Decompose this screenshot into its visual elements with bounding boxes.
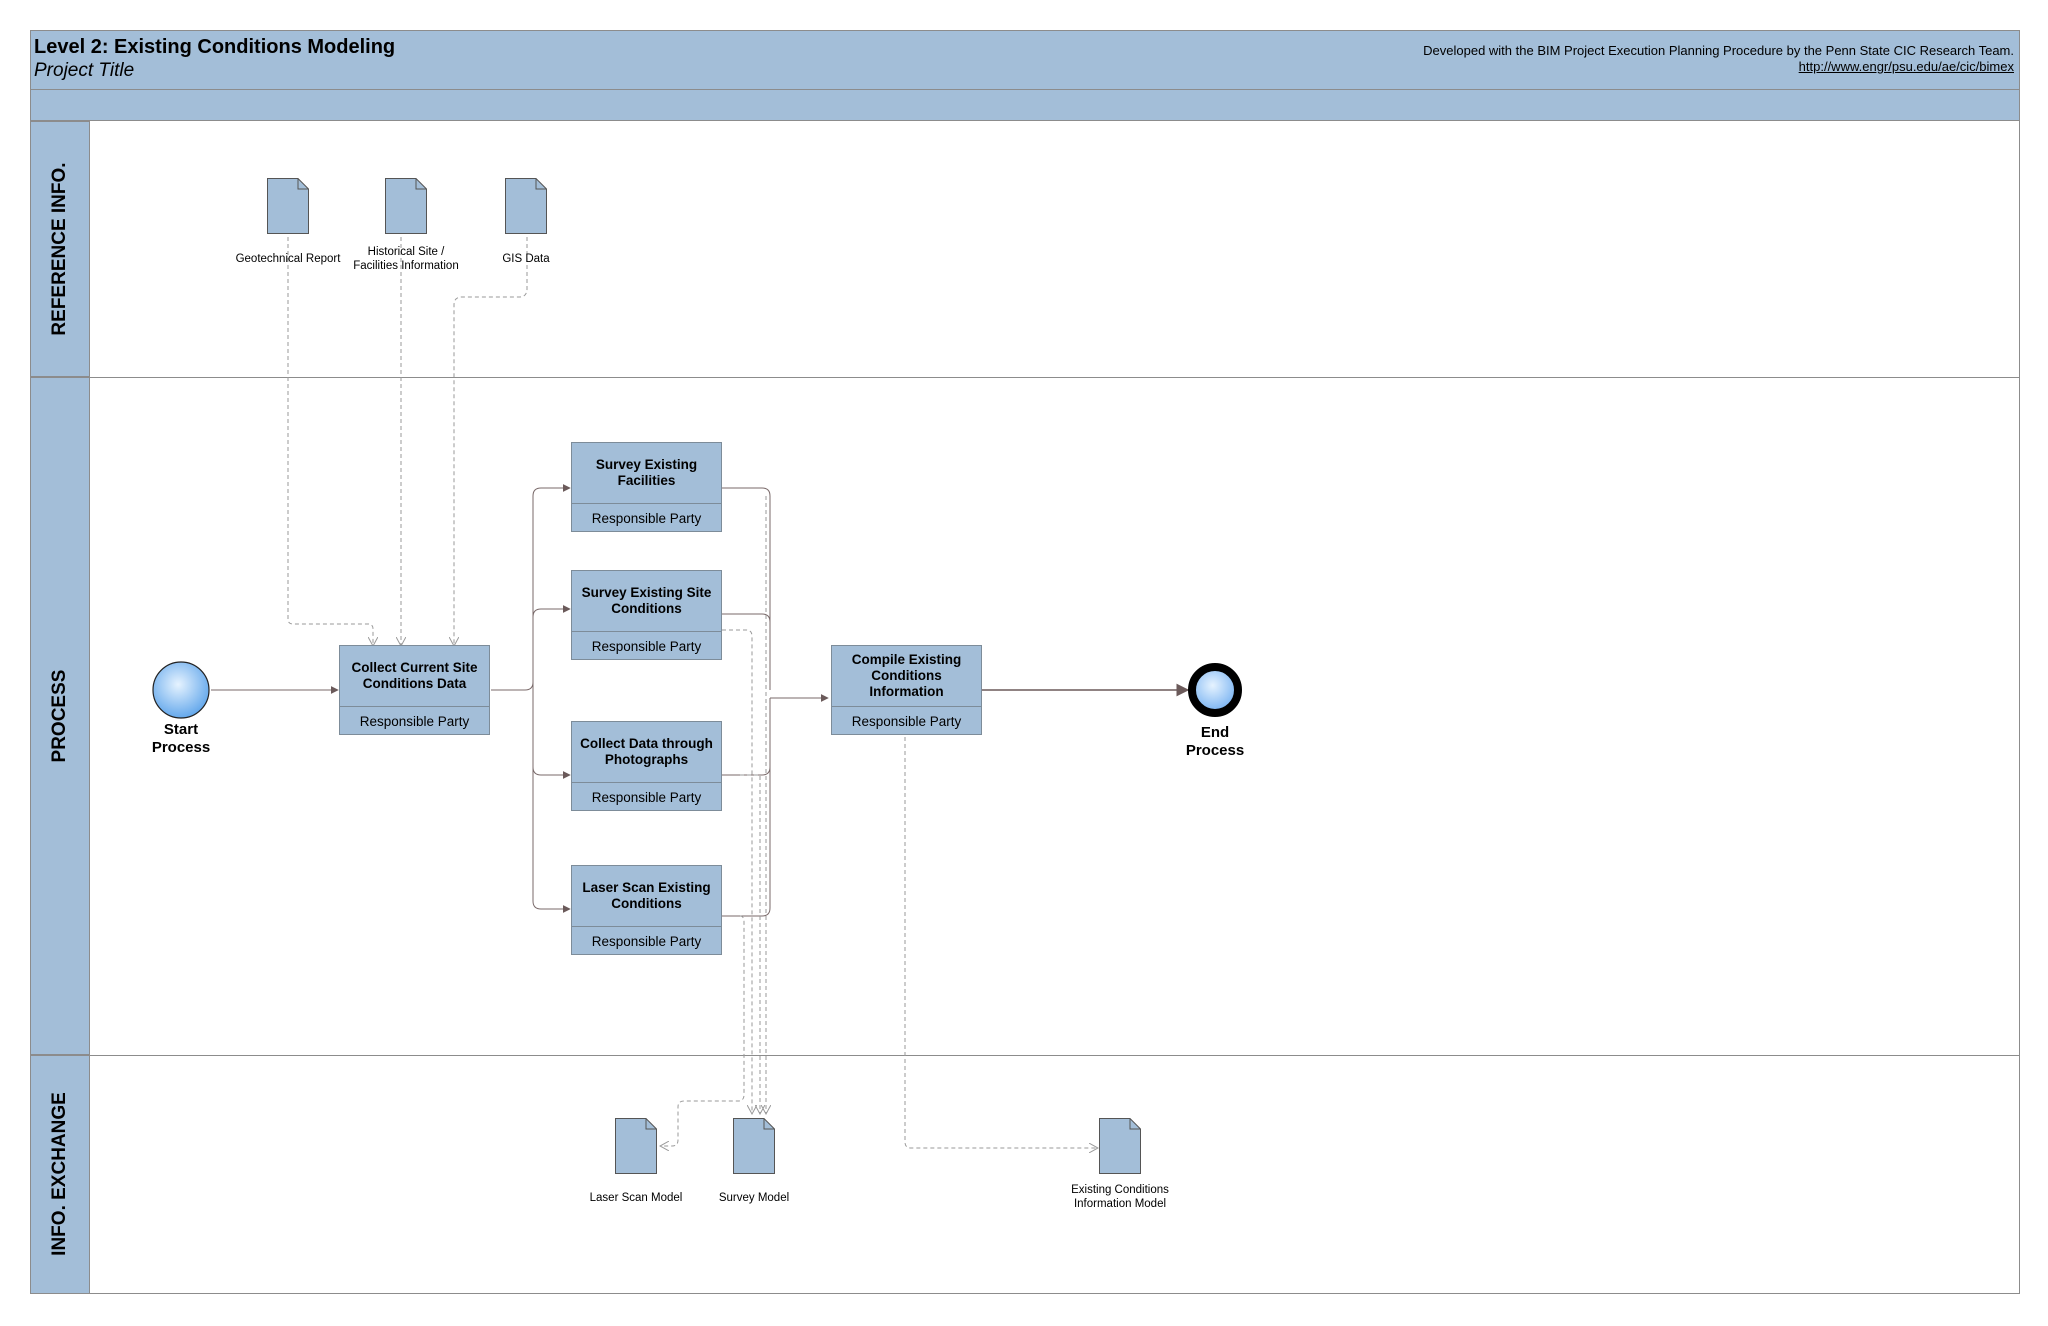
survey-model-label: Survey Model [718,1192,790,1204]
task-name: Collect Data through Photographs [580,736,713,767]
task-name: Survey Existing Facilities [595,457,698,488]
header-band [30,30,2020,90]
geotechnical-report-label: Geotechnical Report [235,253,341,265]
flow-collect-to-site [532,605,571,690]
task-responsible-party: Responsible Party [832,706,981,736]
task-responsible-party: Responsible Party [572,926,721,956]
end-label-line2: Process [1185,742,1245,759]
task-name: Compile Existing Conditions Information [851,652,962,699]
flow-facilities-merge [722,487,771,690]
task-survey-facilities[interactable]: Survey Existing Facilities Responsible P… [571,442,722,532]
gis-data-label: GIS Data [502,253,550,265]
existing-conditions-model-doc-icon [1099,1118,1141,1174]
existing-conditions-model-line1: Existing Conditions [1071,1184,1169,1196]
task-responsible-party: Responsible Party [572,631,721,661]
flow-geotech-to-collect [287,237,373,646]
laser-scan-model-doc-icon [615,1118,657,1174]
start-label-line1: Start [163,721,199,738]
flow-photos-to-survey-model [740,774,760,1114]
flow-compile-to-ec-model [904,737,1098,1148]
flow-site-merge [722,613,771,623]
gis-data-doc-icon [505,178,547,234]
credit-text: Developed with the BIM Project Execution… [1423,43,2014,58]
existing-conditions-model-line2: Information Model [1073,1198,1167,1210]
historical-site-label-line2: Facilities Information [353,260,459,272]
laser-scan-model-label: Laser Scan Model [589,1192,683,1204]
historical-site-label: Historical Site / Facilities Information [326,245,486,273]
start-event-label: Start Process [121,721,241,757]
task-name: Survey Existing Site Conditions [581,585,712,616]
survey-model-doc-icon [733,1118,775,1174]
start-event-circle [152,661,210,719]
historical-site-label-line1: Historical Site / [367,246,445,258]
flow-gis-to-collect [454,237,528,646]
flow-laser-to-laser-model [660,915,745,1146]
task-collect-site-data[interactable]: Collect Current Site Conditions Data Res… [339,645,490,735]
task-name: Laser Scan Existing Conditions [582,880,711,911]
credit-link[interactable]: http://www.engr/psu.edu/ae/cic/bimex [1798,59,2014,74]
lane-band-process [30,377,90,1055]
geotechnical-report-doc-icon [267,178,309,234]
task-name: Collect Current Site Conditions Data [351,660,478,691]
lane-divider-1 [30,377,2020,378]
flow-collect-fanout [491,484,571,691]
flow-photos-merge [722,698,771,776]
header-subband [30,90,2020,121]
lane-band-exchange [30,1055,90,1294]
task-responsible-party: Responsible Party [572,503,721,533]
page-title: Level 2: Existing Conditions Modeling [34,36,396,58]
task-laser-scan[interactable]: Laser Scan Existing Conditions Responsib… [571,865,722,955]
end-event-circle [1188,663,1242,717]
lane-band-reference [30,121,90,377]
flow-laser-merge [722,698,771,917]
task-survey-site[interactable]: Survey Existing Site Conditions Responsi… [571,570,722,660]
task-compile-information[interactable]: Compile Existing Conditions Information … [831,645,982,735]
historical-site-doc-icon [385,178,427,234]
project-title: Project Title [34,60,135,81]
end-event-label: End Process [1155,724,1275,760]
lane-divider-2 [30,1055,2020,1056]
flow-collect-to-photos [532,690,571,779]
flow-collect-to-laser [532,690,571,913]
task-responsible-party: Responsible Party [572,782,721,812]
task-photographs[interactable]: Collect Data through Photographs Respons… [571,721,722,811]
start-label-line2: Process [151,739,211,756]
end-label-line1: End [1200,724,1230,741]
flow-site-to-survey-model [722,629,752,1114]
task-responsible-party: Responsible Party [340,706,489,736]
existing-conditions-model-label: Existing Conditions Information Model [1040,1183,1200,1211]
